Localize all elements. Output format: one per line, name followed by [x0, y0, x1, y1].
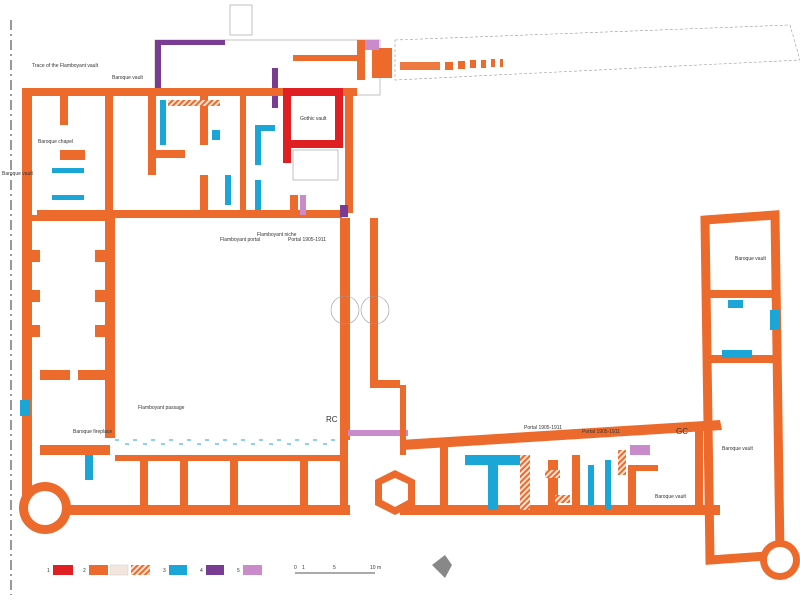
label-baroque-vault-tower: Baroque vault: [735, 256, 766, 262]
legend-swatch-blue: [169, 565, 187, 575]
east-tower-wing: [700, 210, 800, 580]
legend-label-4: 4: [200, 568, 203, 574]
courtyard-south-range: [114, 439, 348, 515]
label-flamboyant-niche: Flamboyant niche: [257, 232, 297, 238]
legend-label-3: 3: [163, 568, 166, 574]
label-gc: GC: [676, 427, 688, 436]
scale-tick-0: 0: [294, 565, 297, 571]
legend-swatch-red: [53, 565, 73, 575]
east-wing: [330, 218, 408, 455]
west-wing: [19, 215, 350, 534]
legend-swatch-lilac: [243, 565, 262, 575]
legend-label-1: 1: [47, 568, 50, 574]
label-gothic-vault: Gothic vault: [300, 116, 327, 122]
label-baroque-vault-top: Baroque vault: [112, 75, 143, 81]
label-baroque-fireplace: Baroque fireplace: [73, 429, 112, 435]
dashed-ramp: [400, 59, 503, 70]
label-rc: RC: [326, 415, 338, 424]
scale-bar: 0 1 5 10 m: [294, 565, 381, 574]
legend-swatch-orange: [89, 565, 108, 575]
label-portal-top: Portal 1905-1911: [288, 237, 326, 243]
legend-label-2: 2: [83, 568, 86, 574]
scale-tick-10: 10 m: [370, 565, 381, 571]
legend-label-5: 5: [237, 568, 240, 574]
label-portal-east-1: Portal 1905-1911: [524, 425, 562, 431]
legend-swatch-hatched: [131, 565, 150, 575]
scale-tick-1: 1: [302, 565, 305, 571]
label-baroque-vault-east: Baroque vault: [655, 494, 686, 500]
south-east-range: [375, 420, 722, 515]
label-flamboyant-passage: Flamboyant passage: [138, 405, 185, 411]
label-flamboyant-portal: Flamboyant portal: [220, 237, 260, 243]
label-baroque-chapel: Baroque chapel: [38, 139, 73, 145]
north-arrow-icon: [432, 555, 452, 578]
legend-swatch-purple: [206, 565, 224, 575]
label-portal-east-2: Portal 1905-1911: [582, 429, 620, 435]
scale-tick-5: 5: [333, 565, 336, 571]
legend: 1 2 3 4 5: [47, 564, 262, 576]
legend-swatch-dotted: [109, 564, 129, 576]
label-trace-vault: Trace of the Flamboyant vault: [32, 63, 99, 69]
label-baroque-vault-left: Baroque vault: [2, 171, 33, 177]
label-baroque-vault-right: Baroque vault: [722, 446, 753, 452]
